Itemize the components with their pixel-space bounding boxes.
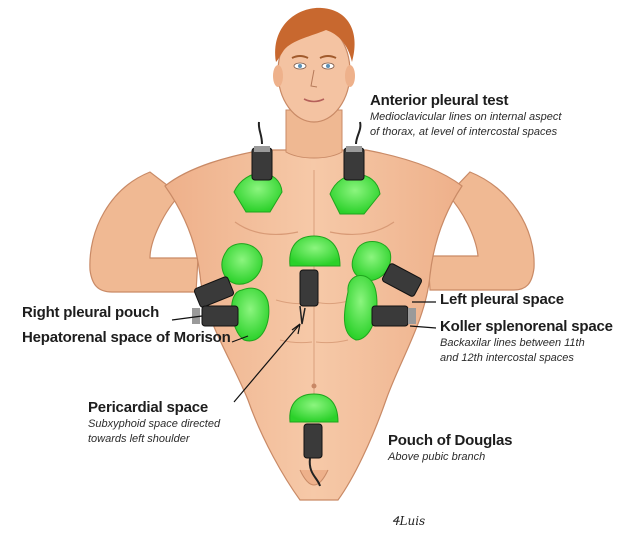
koller-desc-2: and 12th intercostal spaces <box>440 351 613 366</box>
anterior-pleural-label: Anterior pleural test Medioclavicular li… <box>370 92 561 140</box>
douglas-title: Pouch of Douglas <box>388 432 512 450</box>
anterior-pleural-title: Anterior pleural test <box>370 92 561 110</box>
hepatorenal-label: Hepatorenal space of Morison <box>22 329 231 347</box>
douglas-label: Pouch of Douglas Above pubic branch <box>388 432 512 465</box>
koller-desc-1: Backaxilar lines between 11th <box>440 336 613 351</box>
anterior-pleural-desc-2: of thorax, at level of intercostal space… <box>370 125 561 140</box>
artist-signature: ᏎLuis <box>392 514 425 529</box>
koller-title: Koller splenorenal space <box>440 318 613 336</box>
pericardial-desc-2: towards left shoulder <box>88 432 220 447</box>
koller-label: Koller splenorenal space Backaxilar line… <box>440 318 613 366</box>
hepatorenal-title: Hepatorenal space of Morison <box>22 329 231 347</box>
pericardial-title: Pericardial space <box>88 399 220 417</box>
pericardial-desc-1: Subxyphoid space directed <box>88 417 220 432</box>
right-pleural-pouch-label: Right pleural pouch <box>22 304 159 322</box>
left-pleural-label: Left pleural space <box>440 291 564 309</box>
left-pleural-title: Left pleural space <box>440 291 564 309</box>
douglas-desc-1: Above pubic branch <box>388 450 512 465</box>
right-pleural-pouch-title: Right pleural pouch <box>22 304 159 322</box>
anterior-pleural-desc-1: Medioclavicular lines on internal aspect <box>370 110 561 125</box>
pericardial-label: Pericardial space Subxyphoid space direc… <box>88 399 220 447</box>
